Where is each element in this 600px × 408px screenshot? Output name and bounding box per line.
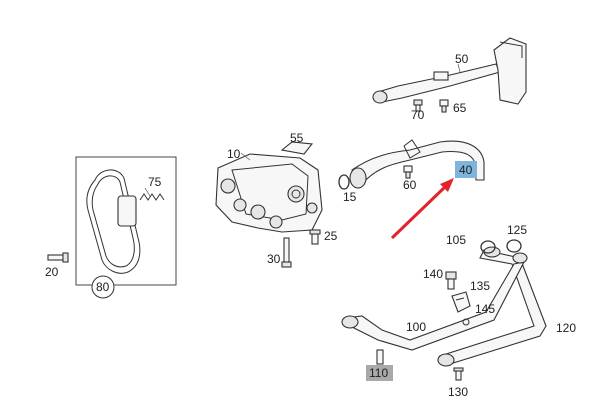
- callout-80-circle: [91, 275, 115, 299]
- bracket-135: [451, 291, 471, 313]
- timing-chain: [86, 169, 141, 274]
- label-20: 20: [45, 265, 59, 279]
- label-60: 60: [403, 178, 417, 192]
- tensioner-spring: [139, 193, 165, 201]
- bolt-25: [309, 229, 321, 245]
- label-30: 30: [267, 252, 281, 266]
- inset-chain-assembly: [75, 156, 177, 299]
- seal-ring-125: [506, 239, 522, 253]
- bolt-30: [281, 237, 292, 268]
- cover-plate-55: [280, 141, 314, 155]
- label-55: 55: [290, 131, 304, 145]
- label-15: 15: [343, 190, 357, 204]
- label-120: 120: [556, 321, 576, 335]
- pipe-100: [341, 252, 528, 351]
- label-10: 10: [227, 147, 241, 161]
- oil-pump-housing: [215, 152, 323, 233]
- label-25: 25: [324, 229, 338, 243]
- seal-ring-105: [480, 240, 496, 254]
- label-105: 105: [446, 233, 466, 247]
- red-pointer-arrow: [390, 178, 454, 240]
- label-140: 140: [423, 267, 443, 281]
- label-40: 40: [459, 163, 473, 177]
- suction-pipe-50: [372, 37, 527, 105]
- label-80: 80: [96, 280, 110, 294]
- label-145: 145: [475, 302, 495, 316]
- chain-tensioner: [117, 195, 137, 227]
- label-130: 130: [448, 385, 468, 399]
- label-50: 50: [455, 52, 469, 66]
- pipe-40: [349, 139, 485, 189]
- label-110: 110: [369, 366, 388, 380]
- washer-145: [462, 318, 470, 326]
- bolt-140: [445, 271, 457, 290]
- label-135: 135: [470, 279, 490, 293]
- highlight-box-40: [455, 161, 477, 178]
- label-100: 100: [406, 320, 426, 334]
- bolt-130: [453, 367, 464, 381]
- label-125: 125: [507, 223, 527, 237]
- bolt-70: [413, 99, 423, 112]
- label-65: 65: [453, 101, 467, 115]
- label-70: 70: [411, 108, 425, 122]
- o-ring-15: [338, 174, 350, 190]
- highlight-box-110: [366, 365, 393, 381]
- bolt-60: [403, 165, 413, 179]
- label-75: 75: [148, 175, 162, 189]
- bolt-110: [376, 349, 384, 365]
- bolt-20: [47, 252, 69, 263]
- nut-65: [439, 99, 449, 113]
